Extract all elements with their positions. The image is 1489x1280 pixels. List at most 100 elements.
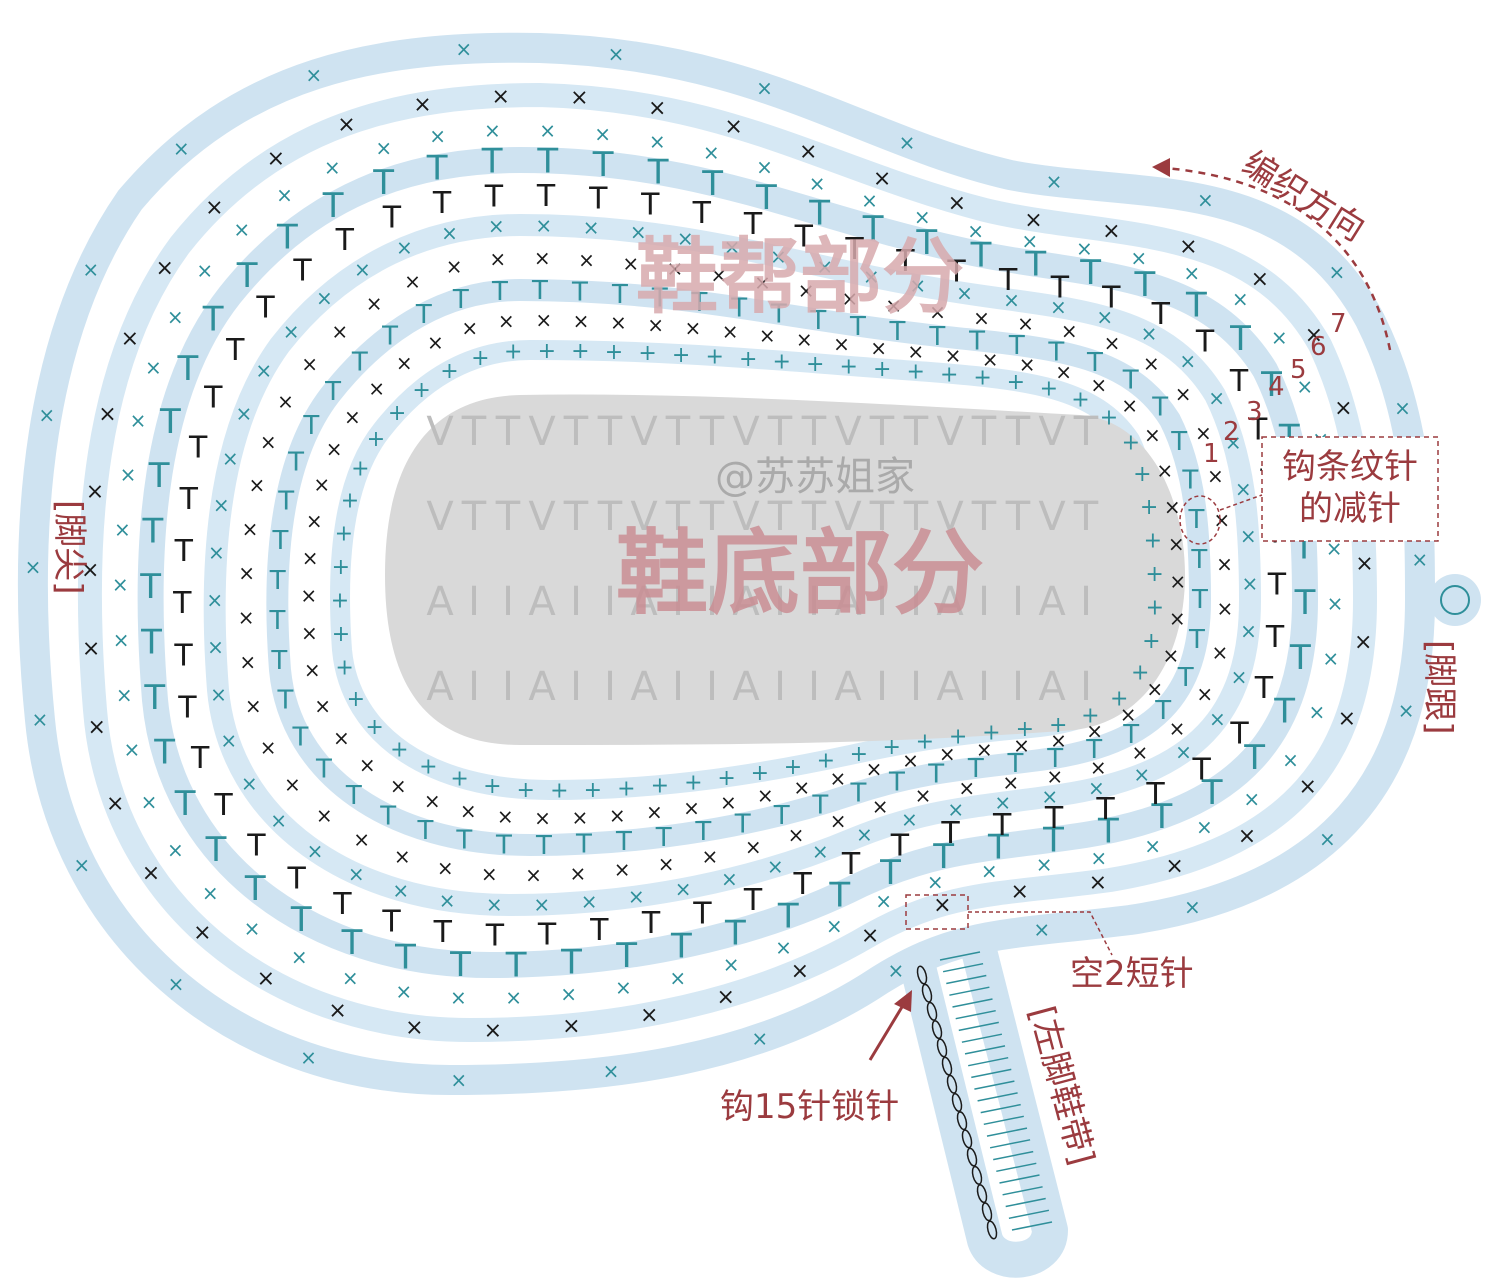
sole-stitch-mark: V (630, 494, 658, 540)
sole-stitch-mark: V (732, 494, 760, 540)
stitch-mark: × (1089, 870, 1107, 895)
stitch-mark: × (1296, 374, 1313, 398)
strap-chain-oval (926, 1001, 938, 1021)
stitch-mark: T (794, 219, 814, 254)
stitch-mark: × (581, 890, 598, 914)
strap-chain-oval (976, 1184, 988, 1204)
stitch-mark: T (692, 896, 712, 931)
stitch-mark: × (437, 856, 454, 880)
sole-stitch-mark: I (604, 664, 616, 710)
stitch-mark: × (314, 694, 331, 718)
strap-chain-oval (921, 983, 933, 1003)
stitch-mark: × (202, 881, 219, 905)
stitch-mark: T (850, 778, 867, 808)
strap-tick (1011, 1221, 1053, 1231)
stitch-mark: × (1238, 824, 1256, 849)
stitch-mark: × (255, 358, 272, 382)
stitch-mark: × (1175, 382, 1192, 406)
stitch-mark: × (233, 218, 250, 242)
stitch-mark: T (236, 256, 258, 296)
stitch-mark: × (238, 606, 255, 630)
stitch-mark: × (945, 343, 962, 367)
stitch-mark: × (242, 517, 259, 541)
sole-stitch-mark: V (1038, 409, 1066, 455)
strap-tick (977, 1092, 1018, 1102)
stitch-mark: T (1047, 337, 1064, 367)
stitch-mark: T (379, 802, 396, 832)
strap-chain-oval (966, 1147, 978, 1167)
stripe-decrease-marker (1179, 495, 1221, 545)
sole-stitch-mark: V (834, 409, 862, 455)
stitch-mark: × (450, 986, 467, 1010)
sole-stitch-mark: I (468, 664, 480, 710)
stitch-mark: × (114, 518, 131, 542)
stitch-mark: × (648, 96, 666, 121)
stitch-mark: × (1090, 846, 1107, 870)
stitch-mark: T (452, 285, 469, 315)
stitch-mark: T (793, 867, 813, 902)
stitch-mark: × (1251, 267, 1269, 292)
stitch-mark: × (32, 707, 49, 731)
stitch-mark: × (1319, 827, 1336, 851)
stitch-mark: T (159, 402, 181, 442)
stitch-mark: T (416, 816, 433, 846)
stitch-mark: + (1110, 686, 1128, 711)
stitch-mark: T (481, 142, 503, 182)
stitch-mark: + (1144, 528, 1162, 553)
stitch-mark: T (203, 380, 223, 415)
stitch-mark: × (1271, 326, 1288, 350)
stitch-mark: × (284, 773, 301, 797)
stitch-mark: + (705, 345, 723, 370)
stitch-mark: T (770, 300, 787, 330)
stitch-mark: T (531, 276, 548, 306)
stitch-mark: T (143, 678, 165, 718)
strap-chain-oval (941, 1056, 953, 1076)
sole-stitch-mark: V (630, 409, 658, 455)
stitch-mark: + (1049, 713, 1067, 738)
stitch-mark: × (1354, 630, 1372, 655)
round-number: 1 (1203, 439, 1220, 469)
stitch-mark: T (1154, 696, 1171, 726)
sole-stitch-mark: I (876, 664, 888, 710)
sole-stitch-mark: I (1080, 579, 1092, 625)
sole-stitch-mark: V (834, 494, 862, 540)
stitch-mark: T (269, 606, 286, 636)
stitch-mark: × (353, 827, 370, 851)
stitch-mark: T (269, 566, 286, 596)
stitch-mark: T (140, 622, 162, 662)
stitch-mark: × (830, 809, 847, 833)
stitch-mark: T (670, 927, 692, 967)
stitch-mark: T (177, 691, 197, 726)
stitch-mark: × (1021, 229, 1038, 253)
stitch-mark: × (427, 331, 444, 355)
sole-stitch-mark: V (936, 494, 964, 540)
stitch-mark: × (1355, 551, 1373, 576)
stitch-mark: × (939, 742, 956, 766)
stitch-mark: T (1151, 297, 1171, 332)
stitch-mark: T (505, 946, 527, 986)
stitch-mark: × (283, 320, 300, 344)
stitch-mark: × (907, 340, 924, 364)
sole-stitch-mark: I (468, 579, 480, 625)
stitch-mark: + (471, 346, 489, 371)
stitch-mark: T (575, 830, 592, 860)
sole-stitch-mark: I (774, 579, 786, 625)
stitch-mark: × (245, 694, 262, 718)
upper-section-title: 鞋帮部分 (636, 230, 964, 325)
stitch-mark: × (956, 281, 973, 305)
direction-arrow (1164, 166, 1392, 351)
stitch-mark: × (610, 311, 627, 335)
stitch-mark: × (236, 401, 253, 425)
stitch-mark: × (646, 800, 663, 824)
stitch-mark: T (811, 790, 828, 820)
round-number: 3 (1246, 397, 1263, 427)
stitch-mark: × (1195, 421, 1212, 445)
stitch-mark: T (173, 638, 193, 673)
stitch-mark: + (772, 349, 790, 374)
stitch-mark: × (1213, 508, 1230, 532)
stitch-mark: × (863, 264, 880, 288)
stitch-mark: × (562, 1014, 580, 1039)
stitch-mark: T (381, 321, 398, 351)
stitch-mark: × (270, 809, 287, 833)
